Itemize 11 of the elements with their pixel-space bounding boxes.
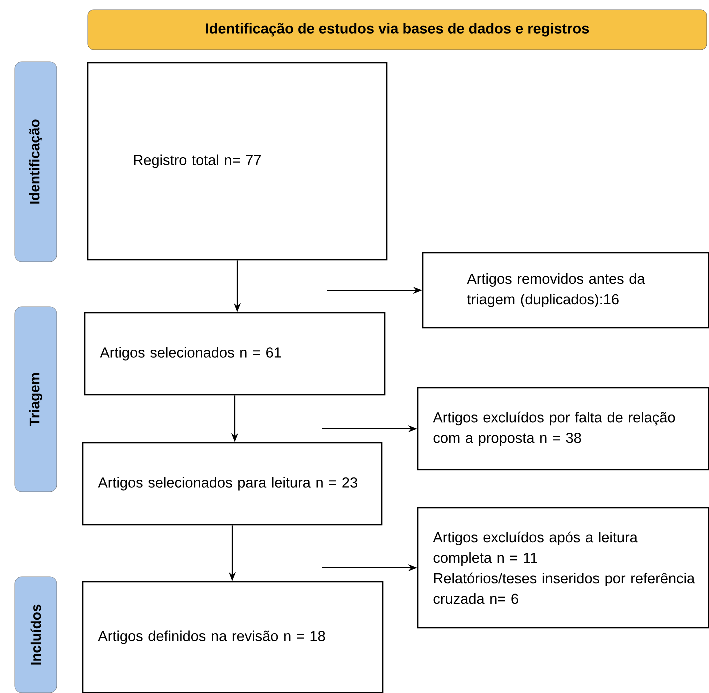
process-box: Artigos removidos antes da triagem (duplicados):16 — [422, 252, 709, 329]
process-box: Artigos selecionados para leitura n = 23 — [82, 442, 383, 526]
process-box: Artigos selecionados n = 61 — [84, 312, 386, 396]
stage-band: Triagem — [14, 306, 58, 492]
process-box: Registro total n= 77 — [87, 62, 388, 261]
stage-band: Incluídos — [14, 576, 58, 693]
stage-band: Identificação — [14, 62, 58, 262]
process-box: Artigos excluídos por falta de relação com a proposta n = 38 — [417, 387, 709, 471]
title-banner: Identificação de estudos via bases de dados e registros — [88, 10, 708, 50]
process-box: Artigos definidos na revisão n = 18 — [82, 581, 384, 693]
process-box: Artigos excluídos após a leitura completa n = 11 Relatórios/teses inseridos por referência cruzada n= 6 — [417, 507, 709, 629]
